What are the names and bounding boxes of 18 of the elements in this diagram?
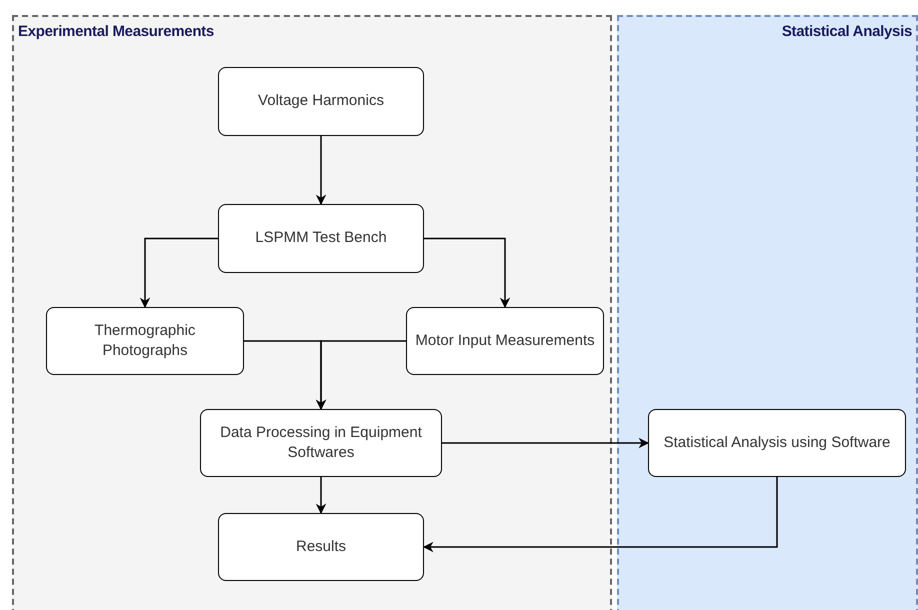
panel-title: Statistical Analysis <box>782 23 912 40</box>
group-panel <box>12 15 612 610</box>
arrow <box>316 477 326 514</box>
process-box: LSPMM Test Bench <box>218 204 424 273</box>
arrow <box>316 136 326 206</box>
process-box: Statistical Analysis using Software <box>648 409 906 477</box>
process-box: Results <box>218 513 424 581</box>
panel-title: Experimental Measurements <box>18 23 214 40</box>
arrow <box>316 340 406 410</box>
process-box: Motor Input Measurements <box>406 307 604 375</box>
process-box: Voltage Harmonics <box>218 67 424 136</box>
arrow <box>442 438 650 448</box>
arrow <box>140 238 218 308</box>
process-box: Data Processing in Equipment Softwares <box>200 409 442 477</box>
arrow <box>424 238 510 308</box>
arrow <box>422 477 778 552</box>
process-box: Thermographic Photographs <box>46 307 244 375</box>
group-panel <box>617 15 918 610</box>
